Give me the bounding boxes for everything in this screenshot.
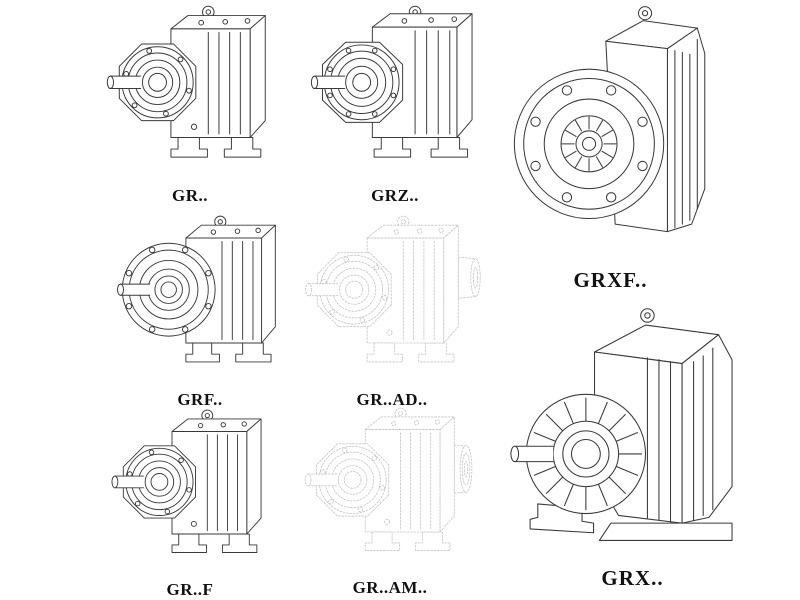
figure-grz: GRZ.. <box>300 4 490 206</box>
figure-grf: GRF.. <box>100 214 300 410</box>
label-grx: GRX.. <box>601 566 664 590</box>
figure-gram: GR..AM.. <box>290 406 490 598</box>
grz-gearbox-drawing <box>310 5 473 158</box>
gram-gearbox-drawing <box>304 407 473 551</box>
label-grff: GR..F <box>166 580 214 599</box>
label-grz: GRZ.. <box>371 186 419 205</box>
grf-gearbox-drawing <box>116 215 276 363</box>
figure-grx: GRX.. <box>500 302 765 591</box>
label-gr: GR.. <box>172 186 208 205</box>
figure-grad: GR..AD.. <box>292 214 492 410</box>
gr-gearbox-drawing <box>106 5 266 158</box>
grxf-gearbox-drawing <box>513 6 706 233</box>
grad-gearbox-drawing <box>304 215 481 363</box>
figure-grff: GR..F <box>92 408 288 600</box>
label-gram: GR..AM.. <box>352 578 428 597</box>
figure-grxf: GRXF.. <box>498 2 723 293</box>
label-grad: GR..AD.. <box>356 390 428 409</box>
figure-gr: GR.. <box>92 4 288 206</box>
label-grf: GRF.. <box>177 390 223 409</box>
label-grxf: GRXF.. <box>573 268 648 292</box>
grff-gearbox-drawing <box>110 409 262 553</box>
grx-gearbox-drawing <box>509 308 733 541</box>
